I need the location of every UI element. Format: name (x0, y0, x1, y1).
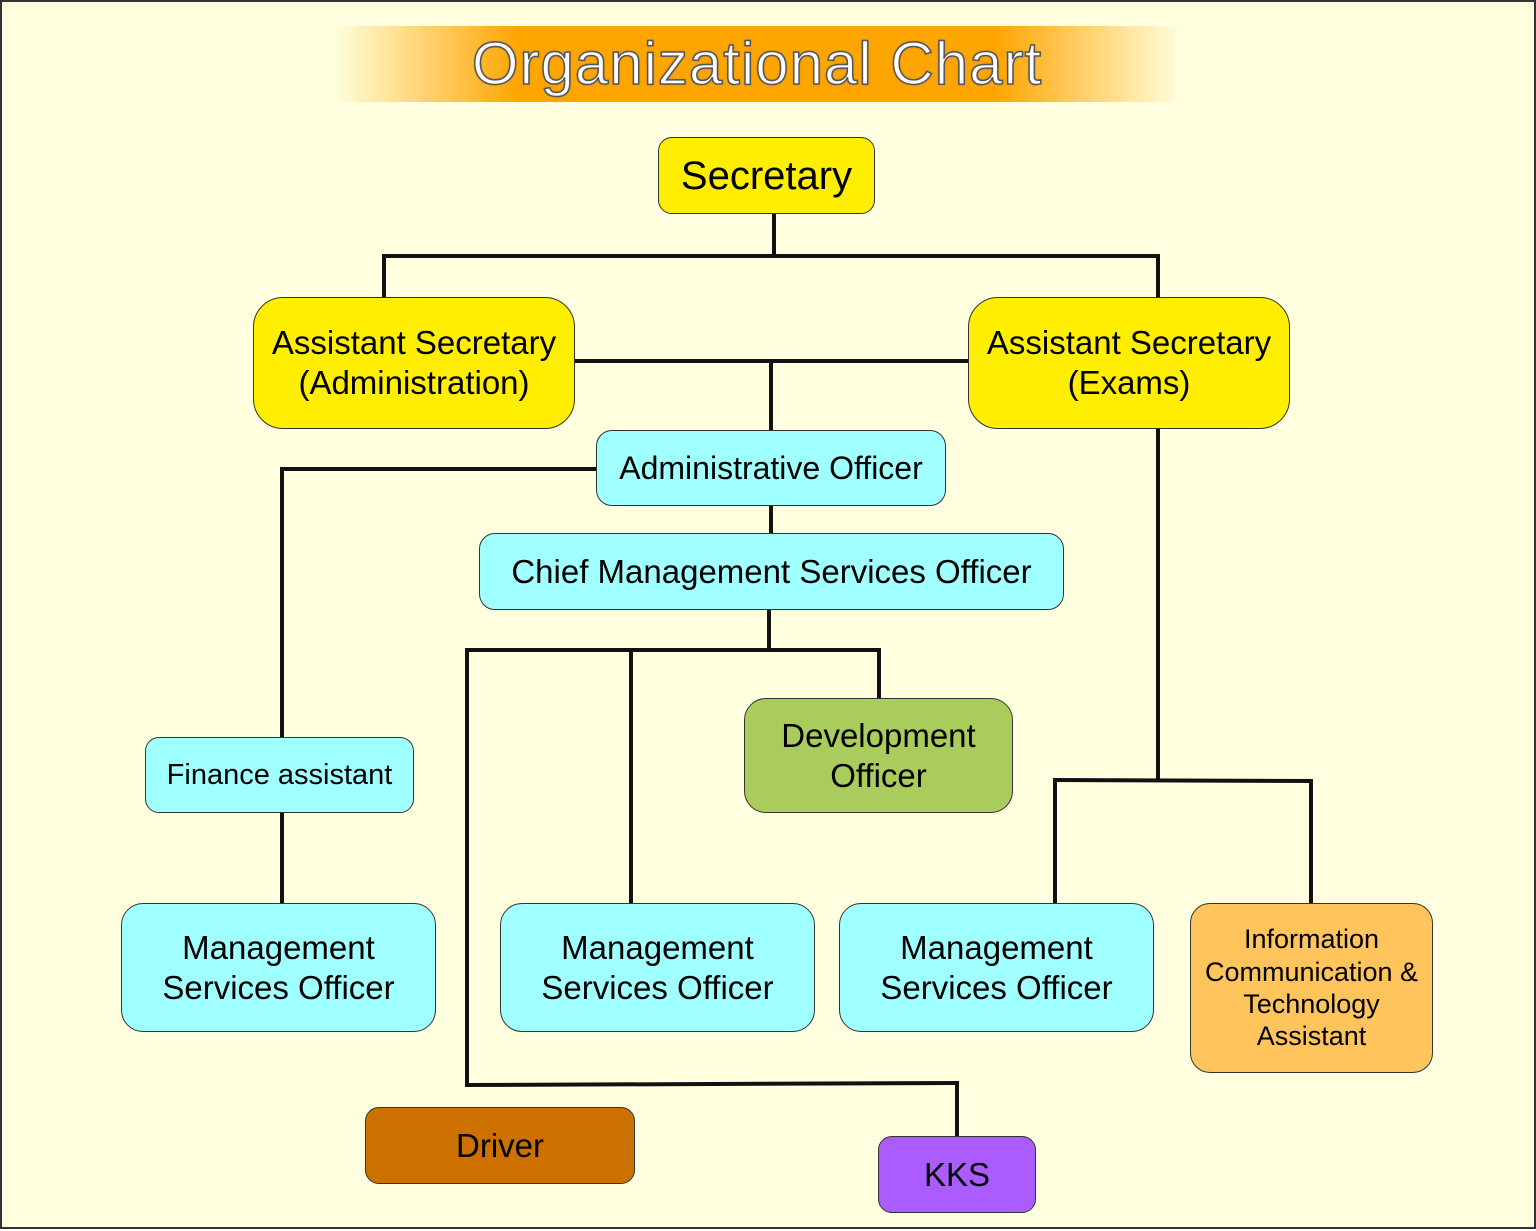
development-officer-label: Development Officer (781, 716, 976, 794)
connector-line (1052, 777, 1314, 784)
chart-title: Organizational Chart (471, 29, 1043, 98)
chief-management-services-officer-box: Chief Management Services Officer (479, 533, 1064, 610)
administrative-officer-label: Administrative Officer (619, 449, 923, 486)
finance-assistant-label: Finance assistant (166, 758, 393, 791)
finance-assistant-box: Finance assistant (145, 737, 414, 813)
assistant-secretary-administration-label: Assistant Secretary (Administration) (271, 324, 557, 401)
management-services-officer-right-box: Management Services Officer (839, 903, 1154, 1032)
management-services-officer-left-label: Management Services Officer (162, 928, 395, 1006)
assistant-secretary-exams-label: Assistant Secretary (Exams) (986, 324, 1272, 401)
secretary-label: Secretary (680, 153, 853, 198)
assistant-secretary-administration-box: Assistant Secretary (Administration) (253, 297, 575, 429)
chief-management-services-officer-label: Chief Management Services Officer (511, 552, 1032, 590)
kks-box: KKS (878, 1136, 1036, 1213)
management-services-officer-center-label: Management Services Officer (541, 928, 774, 1006)
assistant-secretary-exams-box: Assistant Secretary (Exams) (968, 297, 1290, 429)
administrative-officer-box: Administrative Officer (596, 430, 946, 506)
connector-line (464, 1080, 960, 1088)
management-services-officer-center-box: Management Services Officer (500, 903, 815, 1032)
management-services-officer-left-box: Management Services Officer (121, 903, 436, 1032)
ict-assistant-label: Information Communication & Technology A… (1204, 924, 1419, 1052)
title-banner: Organizational Chart (332, 26, 1182, 102)
kks-label: KKS (923, 1155, 991, 1193)
secretary-box: Secretary (658, 137, 875, 214)
driver-box: Driver (365, 1107, 635, 1184)
development-officer-box: Development Officer (744, 698, 1013, 813)
driver-label: Driver (456, 1126, 544, 1164)
management-services-officer-right-label: Management Services Officer (880, 928, 1113, 1006)
ict-assistant-box: Information Communication & Technology A… (1190, 903, 1433, 1073)
